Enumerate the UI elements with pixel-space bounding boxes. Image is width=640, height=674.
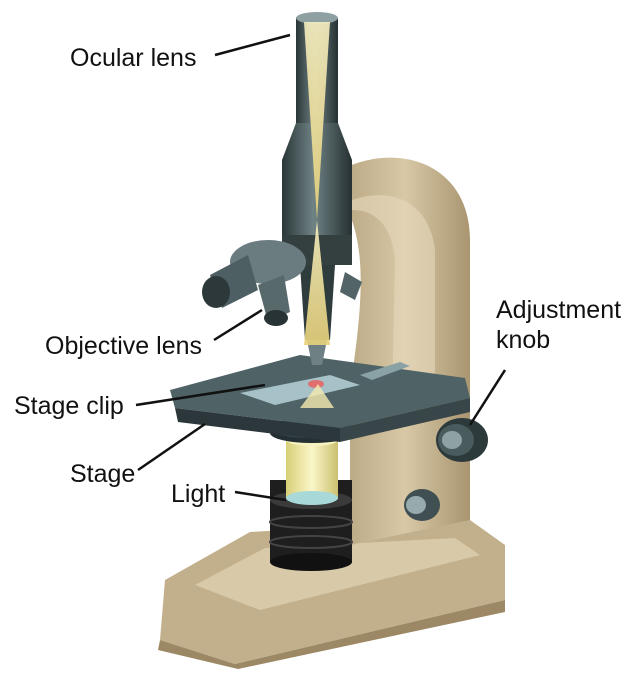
ocular-lens-leader: [215, 35, 290, 55]
objective-lens-leader: [214, 310, 262, 340]
stage-leader: [138, 424, 205, 470]
adjustment-knob-label-line2: knob: [496, 326, 550, 354]
ocular-lens-label: Ocular lens: [70, 44, 196, 72]
adjustment-knob-label-line1: Adjustment: [496, 296, 621, 324]
stage-label: Stage: [70, 460, 135, 488]
arm: [340, 158, 470, 545]
stage-clip-label: Stage clip: [14, 392, 124, 420]
objective-lens-label: Objective lens: [45, 332, 202, 360]
light-label: Light: [171, 480, 225, 508]
adjustment-knob-leader: [470, 370, 505, 425]
